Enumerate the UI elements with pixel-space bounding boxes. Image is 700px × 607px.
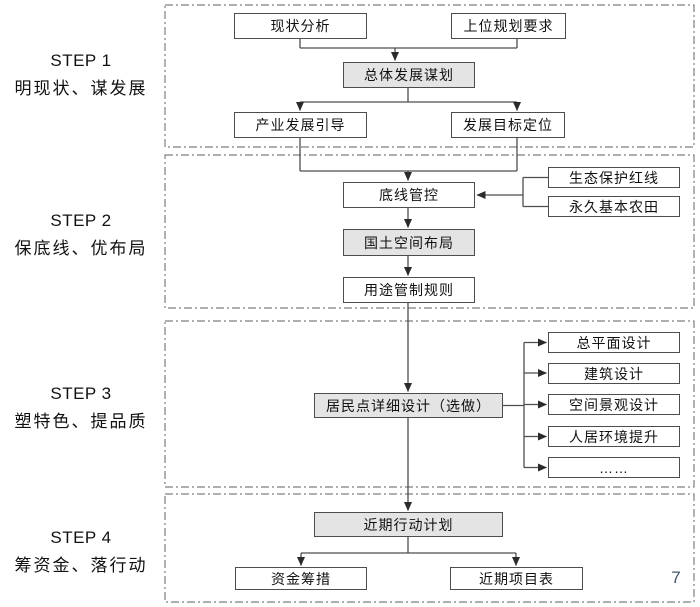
node-near-term-action-plan: 近期行动计划 bbox=[314, 512, 503, 537]
step1-label: STEP 1 明现状、谋发展 bbox=[0, 51, 162, 99]
step3-label: STEP 3 塑特色、提品质 bbox=[0, 384, 162, 432]
step1-subtitle: 明现状、谋发展 bbox=[14, 79, 148, 98]
node-upper-plan-requirements: 上位规划要求 bbox=[451, 13, 566, 39]
step3-subtitle: 塑特色、提品质 bbox=[14, 412, 148, 431]
step3-title: STEP 3 bbox=[50, 384, 112, 403]
step2-label: STEP 2 保底线、优布局 bbox=[0, 211, 162, 259]
step-containers bbox=[164, 4, 695, 603]
step4-subtitle: 筹资金、落行动 bbox=[14, 556, 148, 575]
step1-title: STEP 1 bbox=[50, 51, 112, 70]
node-fund-raising: 资金筹措 bbox=[235, 567, 367, 590]
node-ellipsis: …… bbox=[548, 457, 680, 478]
node-near-term-project-list: 近期项目表 bbox=[450, 567, 583, 590]
step3-container bbox=[164, 320, 695, 488]
step4-container bbox=[164, 493, 695, 603]
page-number: 7 bbox=[671, 568, 681, 587]
node-territorial-spatial-layout: 国土空间布局 bbox=[343, 229, 475, 256]
node-ecological-protection-redline: 生态保护红线 bbox=[548, 167, 680, 188]
step4-title: STEP 4 bbox=[50, 528, 112, 547]
connectors bbox=[296, 39, 548, 566]
node-master-plan-design: 总平面设计 bbox=[548, 332, 680, 353]
node-settlement-detailed-design: 居民点详细设计（选做） bbox=[314, 393, 503, 418]
node-spatial-landscape-design: 空间景观设计 bbox=[548, 394, 680, 415]
node-use-control-rules: 用途管制规则 bbox=[343, 277, 475, 303]
node-living-environment-improvement: 人居环境提升 bbox=[548, 426, 680, 447]
step1-container bbox=[164, 4, 695, 148]
step4-label: STEP 4 筹资金、落行动 bbox=[0, 528, 162, 576]
node-industry-development-guidance: 产业发展引导 bbox=[234, 112, 367, 138]
node-permanent-basic-farmland: 永久基本农田 bbox=[548, 196, 680, 217]
step2-title: STEP 2 bbox=[50, 211, 112, 230]
node-development-goal-positioning: 发展目标定位 bbox=[451, 112, 565, 138]
step2-container bbox=[164, 154, 695, 309]
step2-subtitle: 保底线、优布局 bbox=[14, 239, 148, 258]
node-bottom-line-control: 底线管控 bbox=[343, 182, 475, 208]
node-status-analysis: 现状分析 bbox=[234, 13, 367, 39]
node-architectural-design: 建筑设计 bbox=[548, 363, 680, 384]
node-overall-development-plan: 总体发展谋划 bbox=[343, 62, 475, 88]
